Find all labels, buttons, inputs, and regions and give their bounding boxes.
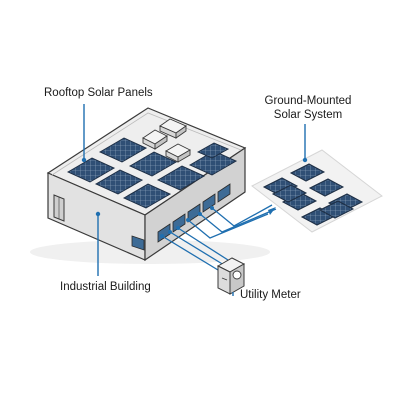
rooftop-panel: [98, 137, 148, 163]
cable-node: [168, 230, 172, 234]
rooftop-panel: [196, 142, 230, 159]
cable-node: [186, 218, 190, 222]
rooftop-panel: [156, 165, 206, 191]
cable-node: [198, 212, 202, 216]
label-ground-mounted: Ground-Mounted Solar System: [258, 94, 358, 122]
cable-node: [176, 226, 180, 230]
leader-dot: [302, 157, 308, 163]
window: [202, 193, 216, 213]
ground-panels: [262, 163, 364, 226]
label-ground-line2: Solar System: [273, 109, 343, 121]
rooftop-panel: [66, 157, 116, 183]
ground-panel: [308, 178, 345, 197]
ground-panel: [289, 163, 326, 182]
cable-node: [160, 234, 164, 238]
window: [131, 235, 145, 251]
label-ground-line1: Ground-Mounted: [264, 95, 352, 107]
window: [172, 213, 186, 233]
label-industrial-building: Industrial Building: [60, 281, 151, 293]
ground-panel: [262, 177, 299, 196]
roof-units: [142, 118, 191, 163]
ground-panel: [271, 184, 308, 203]
label-rooftop-solar-panels: Rooftop Solar Panels: [44, 87, 153, 99]
rooftop-panel: [94, 169, 144, 195]
cables-to-meter: [161, 227, 229, 271]
rooftop-panel: [122, 183, 172, 209]
leader-dot: [95, 211, 101, 217]
utility-meter: [216, 257, 246, 295]
ground-panel: [318, 200, 355, 219]
rooftop-panel: [128, 151, 178, 177]
leader-dot: [81, 157, 87, 163]
leader-lines: [83, 104, 306, 296]
rooftop-panels: [66, 137, 238, 209]
window: [217, 183, 231, 203]
cables-to-ground: [187, 204, 277, 239]
label-utility-meter: Utility Meter: [240, 289, 301, 301]
meter-dial-icon: [232, 270, 242, 280]
cable-node: [210, 206, 214, 210]
